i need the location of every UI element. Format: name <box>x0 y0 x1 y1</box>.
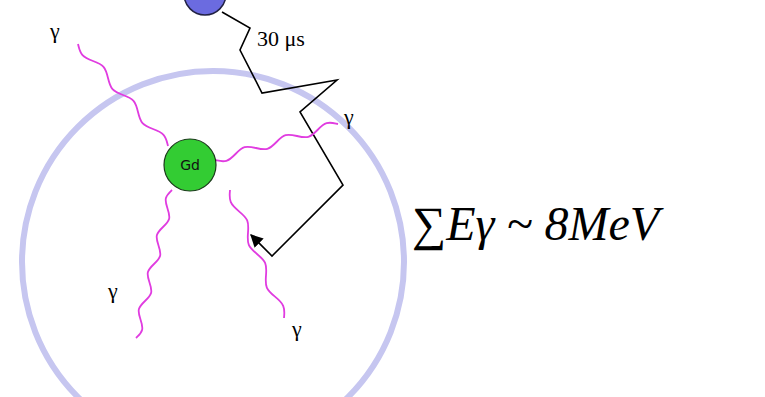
gamma-wave <box>230 190 285 318</box>
neutron-ball <box>184 0 226 15</box>
gamma-wave <box>215 123 338 162</box>
gamma-label: γ <box>108 278 118 304</box>
gd-nucleus: Gd <box>163 138 217 192</box>
nucleus-label: Gd <box>180 157 200 173</box>
capture-region <box>22 71 404 397</box>
gamma-wave <box>136 190 172 338</box>
gamma-wave <box>78 44 168 146</box>
nucleus-circle <box>164 139 216 191</box>
gamma-rays <box>78 44 338 338</box>
gamma-label: γ <box>50 18 60 44</box>
gamma-label: γ <box>292 316 302 342</box>
gamma-label: γ <box>344 104 354 130</box>
energy-sum: ∑Eγ ~ 8MeV <box>412 196 659 251</box>
time-label: 30 μs <box>257 26 305 52</box>
neutron-path <box>222 12 343 256</box>
